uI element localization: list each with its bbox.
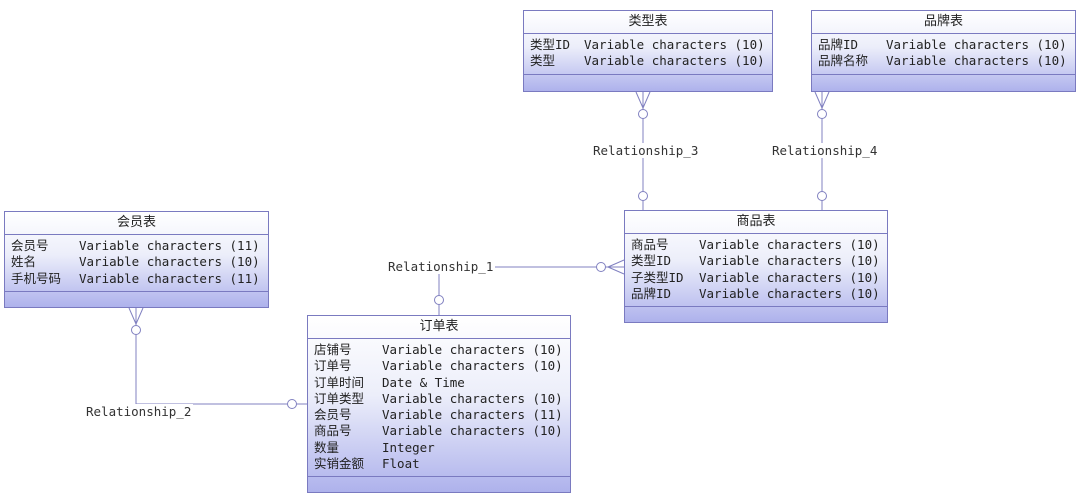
attribute-row[interactable]: 类型 Variable characters (10): [530, 53, 766, 69]
attribute-row[interactable]: 订单类型 Variable characters (10): [314, 391, 564, 407]
relationship-2-label[interactable]: Relationship_2: [84, 404, 194, 419]
attribute-type: Variable characters (10): [699, 285, 880, 301]
attribute-type: Variable characters (10): [584, 37, 765, 52]
attribute-type: Variable characters (11): [79, 270, 260, 286]
attribute-row[interactable]: 品牌ID Variable characters (10): [631, 286, 881, 302]
attribute-row[interactable]: 商品号 Variable characters (10): [314, 423, 564, 439]
attribute-type: Variable characters (10): [886, 53, 1067, 69]
relationship-1-label[interactable]: Relationship_1: [386, 259, 496, 274]
attribute-name: 品牌名称: [818, 53, 869, 69]
attribute-type: Variable characters (10): [382, 390, 563, 406]
attribute-row[interactable]: 品牌ID Variable characters (10): [818, 37, 1069, 53]
attribute-name: 姓名: [11, 254, 37, 270]
attribute-name: 品牌ID: [631, 285, 672, 301]
attribute-type: Float: [382, 456, 420, 472]
attribute-name: 会员号: [11, 238, 49, 253]
relationship-4-label[interactable]: Relationship_4: [770, 143, 880, 158]
attribute-type: Variable characters (11): [79, 238, 260, 253]
attribute-name: 订单号: [314, 358, 352, 374]
attribute-list: 商品号 Variable characters (10) 类型ID Variable …: [625, 234, 887, 308]
attribute-type: Variable characters (10): [886, 37, 1067, 52]
attribute-row[interactable]: 类型ID Variable characters (10): [530, 37, 766, 53]
attribute-name: 实销金额: [314, 456, 365, 472]
attribute-row[interactable]: 店铺号 Variable characters (10): [314, 342, 564, 358]
attribute-type: Variable characters (10): [699, 253, 880, 269]
attribute-row[interactable]: 会员号 Variable characters (11): [314, 407, 564, 423]
attribute-row[interactable]: 会员号 Variable characters (11): [11, 238, 262, 254]
attribute-row[interactable]: 实销金额 Float: [314, 456, 564, 472]
attribute-type: Variable characters (10): [699, 237, 880, 252]
attribute-type: Variable characters (11): [382, 407, 563, 423]
entity-member-table[interactable]: 会员表 会员号 Variable characters (11) 姓名 Variabl…: [4, 211, 269, 308]
attribute-name: 手机号码: [11, 270, 62, 286]
attribute-name: 商品号: [631, 237, 669, 252]
entity-title: 会员表: [5, 212, 268, 235]
attribute-name: 类型ID: [631, 253, 672, 269]
attribute-row[interactable]: 子类型ID Variable characters (10): [631, 270, 881, 286]
relationship-4-connector: [814, 91, 830, 210]
attribute-name: 商品号: [314, 423, 352, 439]
attribute-row[interactable]: 品牌名称 Variable characters (10): [818, 53, 1069, 69]
attribute-type: Variable characters (10): [584, 53, 765, 69]
attribute-list: 店铺号 Variable characters (10) 订单号 Variable c…: [308, 339, 570, 478]
relationship-2-connector: [128, 307, 307, 409]
attribute-name: 订单时间: [314, 374, 365, 390]
relationship-3-label[interactable]: Relationship_3: [591, 143, 701, 158]
attribute-type: Variable characters (10): [699, 269, 880, 285]
entity-title: 类型表: [524, 11, 772, 34]
attribute-row[interactable]: 手机号码 Variable characters (11): [11, 271, 262, 287]
attribute-row[interactable]: 数量 Integer: [314, 440, 564, 456]
attribute-type: Integer: [382, 439, 435, 455]
attribute-type: Variable characters (10): [382, 342, 563, 357]
entity-order-table[interactable]: 订单表 店铺号 Variable characters (10) 订单号 Variab…: [307, 315, 571, 493]
attribute-name: 店铺号: [314, 342, 352, 357]
attribute-row[interactable]: 订单号 Variable characters (10): [314, 358, 564, 374]
attribute-row[interactable]: 类型ID Variable characters (10): [631, 253, 881, 269]
attribute-list: 品牌ID Variable characters (10) 品牌名称 Variable…: [812, 34, 1075, 75]
attribute-type: Variable characters (10): [382, 423, 563, 439]
attribute-name: 数量: [314, 439, 340, 455]
attribute-row[interactable]: 姓名 Variable characters (10): [11, 254, 262, 270]
attribute-type: Date & Time: [382, 374, 465, 390]
entity-title: 商品表: [625, 211, 887, 234]
entity-title: 订单表: [308, 316, 570, 339]
entity-product-table[interactable]: 商品表 商品号 Variable characters (10) 类型ID Varia…: [624, 210, 888, 323]
attribute-name: 订单类型: [314, 390, 365, 406]
attribute-type: Variable characters (10): [382, 358, 563, 374]
attribute-list: 类型ID Variable characters (10) 类型 Variable c…: [524, 34, 772, 75]
entity-type-table[interactable]: 类型表 类型ID Variable characters (10) 类型 Variab…: [523, 10, 773, 92]
attribute-row[interactable]: 订单时间 Date & Time: [314, 375, 564, 391]
attribute-name: 品牌ID: [818, 37, 859, 52]
attribute-name: 类型ID: [530, 37, 571, 52]
attribute-name: 会员号: [314, 407, 352, 423]
relationship-1-connector: [434, 259, 625, 315]
attribute-name: 类型: [530, 53, 556, 69]
attribute-row[interactable]: 商品号 Variable characters (10): [631, 237, 881, 253]
attribute-type: Variable characters (10): [79, 254, 260, 270]
attribute-list: 会员号 Variable characters (11) 姓名 Variable ch…: [5, 235, 268, 292]
entity-title: 品牌表: [812, 11, 1075, 34]
attribute-name: 子类型ID: [631, 269, 684, 285]
entity-brand-table[interactable]: 品牌表 品牌ID Variable characters (10) 品牌名称 Vari…: [811, 10, 1076, 92]
